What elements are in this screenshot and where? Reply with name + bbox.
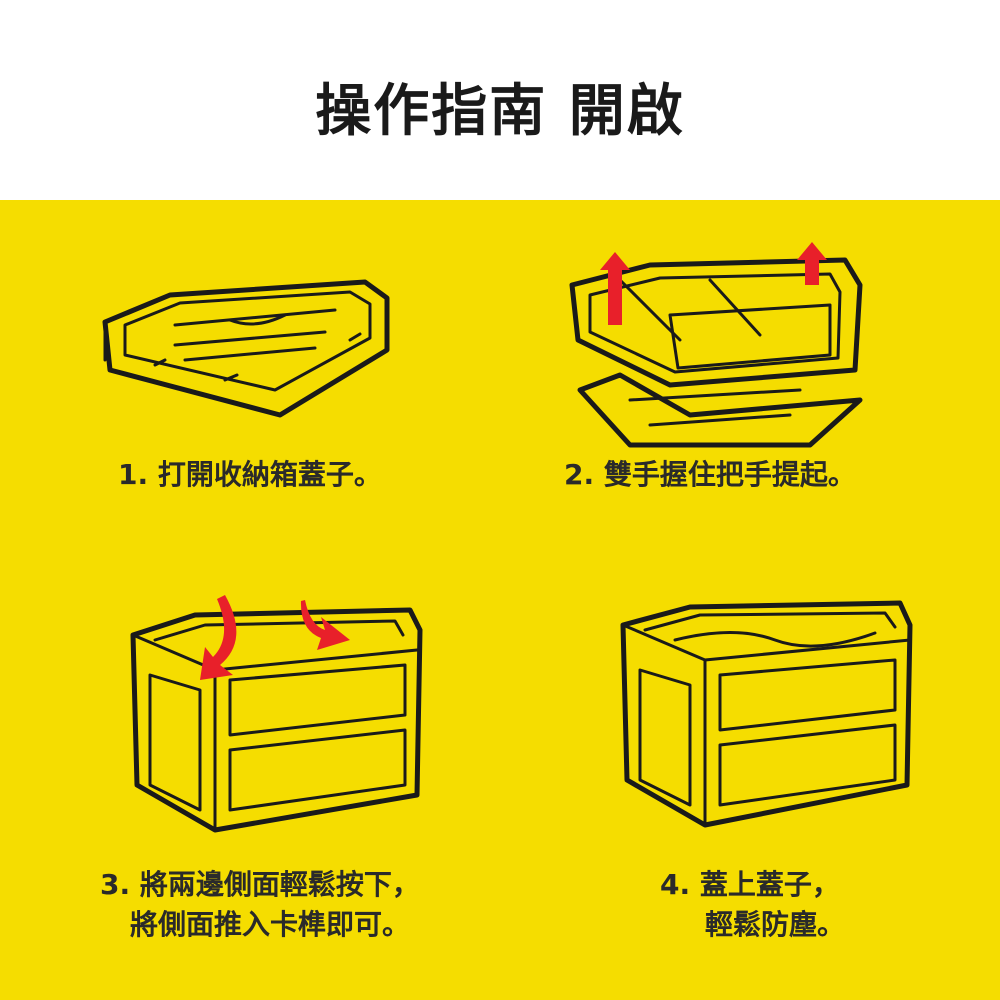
step-text: 蓋上蓋子，	[699, 868, 840, 901]
box-closed-lid-icon	[620, 600, 913, 828]
step-4-line-1: 4. 蓋上蓋子，	[660, 865, 880, 905]
box-press-sides-icon	[130, 595, 423, 833]
step-1-illustration	[95, 270, 395, 420]
step-number: 4.	[660, 868, 691, 901]
box-lifting-icon	[569, 242, 863, 448]
step-2-caption: 2. 雙手握住把手提起。	[545, 455, 875, 495]
step-text: 將兩邊側面輕鬆按下，	[139, 868, 420, 901]
step-3-illustration	[125, 585, 425, 835]
step-number: 3.	[100, 868, 131, 901]
page-title: 操作指南 開啟	[315, 79, 685, 144]
step-3-caption: 3. 將兩邊側面輕鬆按下， 將側面推入卡榫即可。	[100, 865, 450, 945]
step-3-line-1: 3. 將兩邊側面輕鬆按下，	[100, 865, 450, 905]
step-text: 雙手握住把手提起。	[603, 458, 856, 491]
step-1-caption: 1. 打開收納箱蓋子。	[100, 455, 400, 495]
step-text: 輕鬆防塵。	[705, 908, 846, 941]
step-text: 打開收納箱蓋子。	[157, 458, 382, 491]
step-2-illustration	[560, 240, 870, 455]
step-number: 1.	[118, 458, 149, 491]
step-4-line-2: 輕鬆防塵。	[660, 905, 880, 945]
step-3-line-2: 將側面推入卡榫即可。	[100, 905, 450, 945]
step-text: 將側面推入卡榫即可。	[130, 908, 411, 941]
step-4-caption: 4. 蓋上蓋子， 輕鬆防塵。	[660, 865, 880, 945]
page-header: 操作指南 開啟	[0, 0, 1000, 200]
step-number: 2.	[564, 458, 595, 491]
instructions-panel	[0, 200, 1000, 1000]
box-closed-flat-icon	[102, 279, 390, 418]
step-4-illustration	[615, 585, 915, 835]
